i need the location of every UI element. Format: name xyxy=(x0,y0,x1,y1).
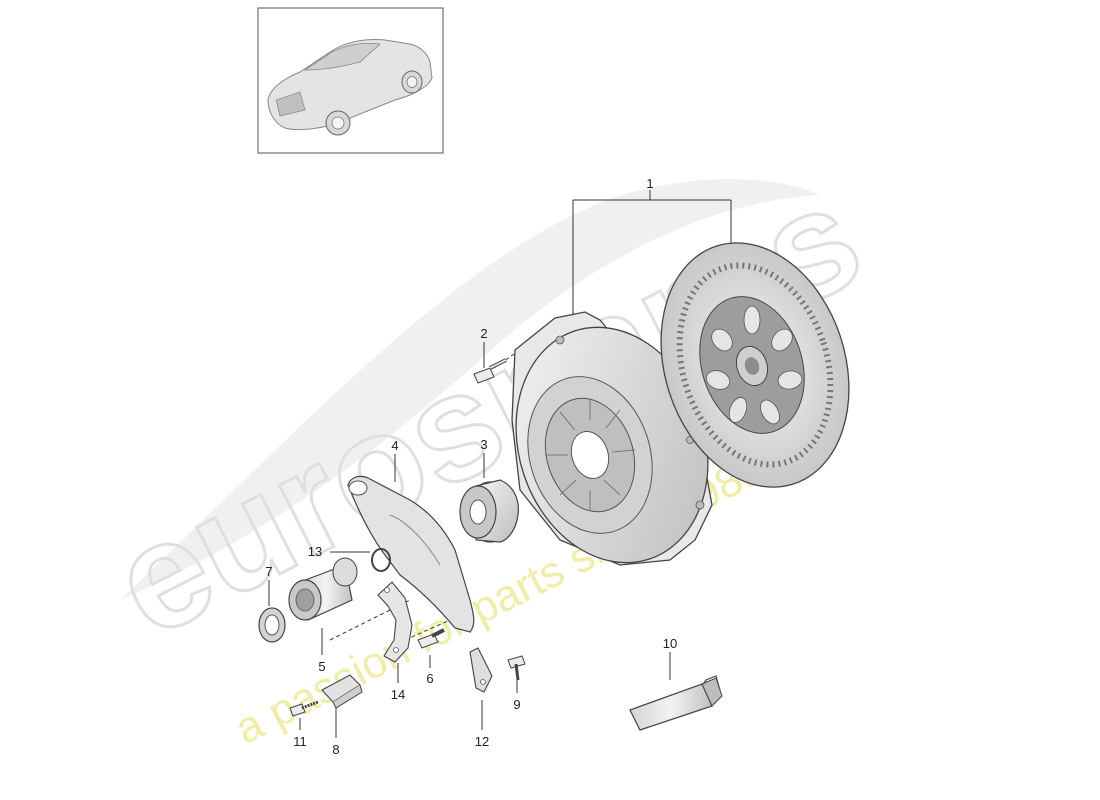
grease-tube-icon xyxy=(629,675,723,731)
callout-10: 10 xyxy=(663,636,677,651)
bracket-icon xyxy=(321,674,363,709)
callout-5: 5 xyxy=(318,659,325,674)
release-bearing-icon xyxy=(459,479,519,543)
bolt-small-icon xyxy=(507,655,526,681)
callout-2: 2 xyxy=(480,326,487,341)
clutch-pressure-plate-icon xyxy=(511,311,713,566)
o-ring-icon xyxy=(371,548,391,572)
callout-labels: 1 2 3 4 5 6 7 8 9 10 11 12 13 14 xyxy=(265,176,677,757)
callout-11: 11 xyxy=(293,734,307,749)
watermark-swoosh xyxy=(120,179,820,600)
pin-icon xyxy=(417,628,445,649)
retaining-plate-icon xyxy=(377,581,413,663)
callout-6: 6 xyxy=(426,671,433,686)
callout-1: 1 xyxy=(646,176,653,191)
callout-4: 4 xyxy=(391,438,398,453)
callout-7: 7 xyxy=(265,564,272,579)
callout-3: 3 xyxy=(480,437,487,452)
callout-14: 14 xyxy=(391,687,405,702)
callout-8: 8 xyxy=(332,742,339,757)
callout-13: 13 xyxy=(308,544,322,559)
bracket-1 xyxy=(572,190,732,318)
callout-12: 12 xyxy=(475,734,489,749)
clip-icon xyxy=(469,647,493,693)
release-fork-icon xyxy=(347,475,475,633)
clutch-disc-icon xyxy=(660,242,850,488)
screw-icon xyxy=(289,700,319,717)
bolt-icon xyxy=(473,358,507,384)
car-icon xyxy=(267,39,433,136)
guide-sleeve-icon xyxy=(288,557,358,621)
vehicle-thumbnail xyxy=(257,7,444,154)
seal-ring-icon xyxy=(258,607,286,643)
callout-9: 9 xyxy=(513,697,520,712)
